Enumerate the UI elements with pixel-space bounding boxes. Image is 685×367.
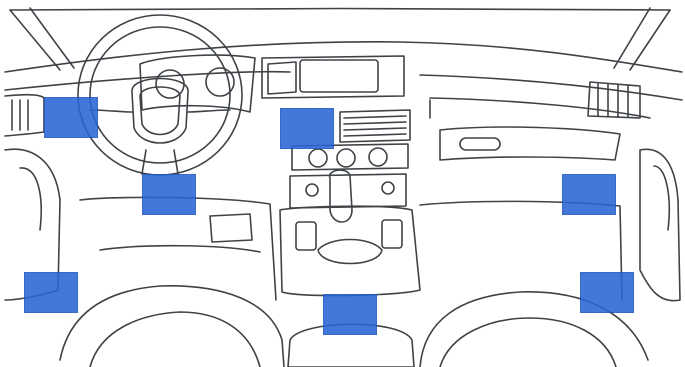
center-floor-zone[interactable]	[323, 294, 377, 335]
right-door-panel	[640, 149, 680, 300]
left-dash-vent-zone[interactable]	[44, 97, 98, 138]
driver-door-zone[interactable]	[24, 272, 78, 313]
glovebox	[440, 127, 620, 160]
driver-seat	[60, 286, 284, 367]
instrument-cluster	[140, 55, 255, 112]
passenger-footwell-zone[interactable]	[562, 174, 616, 215]
windshield-frame	[10, 9, 670, 11]
left-side-vent	[5, 95, 44, 136]
steering-column-zone[interactable]	[142, 174, 196, 215]
center-screen	[300, 60, 378, 92]
center-console-screen-zone[interactable]	[280, 108, 334, 149]
right-a-pillar	[630, 10, 670, 70]
gear-shifter	[330, 170, 352, 222]
passenger-door-zone[interactable]	[580, 272, 634, 313]
